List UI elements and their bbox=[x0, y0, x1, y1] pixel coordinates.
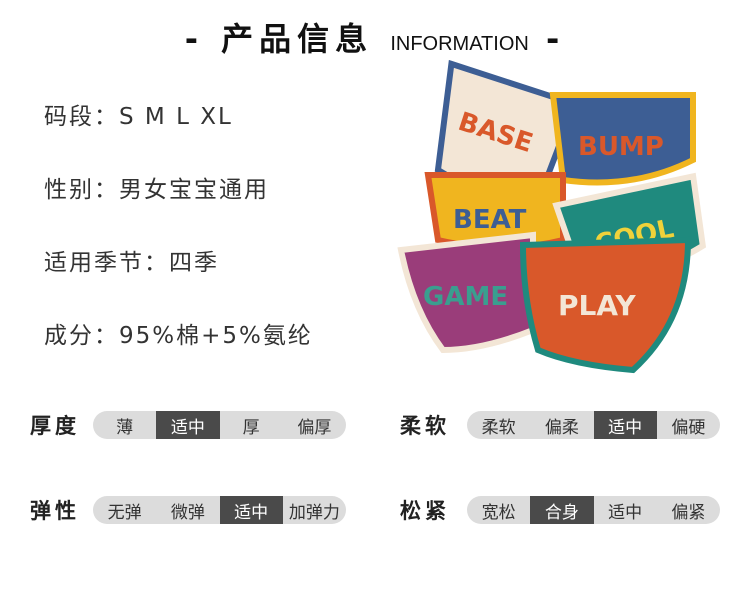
brief-beat-word: BEAT bbox=[453, 205, 527, 235]
attr-elasticity-label: 弹性 bbox=[30, 499, 80, 523]
title-dash-right: - bbox=[545, 20, 566, 58]
thickness-option: 厚 bbox=[242, 417, 260, 438]
spec-material: 成分：95%棉+5%氨纶 bbox=[44, 323, 313, 349]
thickness-scale: 薄 适中 厚 偏厚 bbox=[93, 411, 346, 439]
fit-option: 宽松 bbox=[481, 502, 516, 523]
title-cn: 产品信息 bbox=[221, 20, 374, 58]
spec-gender: 性别：男女宝宝通用 bbox=[44, 177, 269, 203]
softness-option: 偏硬 bbox=[671, 417, 706, 438]
attr-thickness: 厚度 薄 适中 厚 偏厚 bbox=[30, 411, 350, 439]
brief-bump: BUMP bbox=[549, 92, 696, 186]
attr-softness-label: 柔软 bbox=[400, 414, 450, 438]
fit-option: 适中 bbox=[608, 502, 643, 523]
fit-option: 偏紧 bbox=[671, 502, 706, 523]
elasticity-option: 无弹 bbox=[107, 502, 142, 523]
softness-option: 柔软 bbox=[481, 417, 516, 438]
thickness-option: 薄 bbox=[116, 417, 134, 438]
product-photo: BASE BUMP BEAT COOL GAME PLAY bbox=[397, 60, 707, 374]
softness-option: 偏柔 bbox=[544, 417, 579, 438]
spec-season: 适用季节：四季 bbox=[44, 250, 219, 276]
attr-fit: 松紧 宽松 合身 适中 偏紧 bbox=[400, 496, 720, 524]
softness-option-selected: 适中 bbox=[593, 411, 657, 439]
attr-thickness-label: 厚度 bbox=[30, 414, 80, 438]
elasticity-option: 微弹 bbox=[170, 502, 205, 523]
page-title: - 产品信息 INFORMATION - bbox=[0, 14, 750, 60]
title-dash-left: - bbox=[184, 20, 205, 58]
fit-scale: 宽松 合身 适中 偏紧 bbox=[467, 496, 720, 524]
brief-game: GAME bbox=[397, 231, 536, 354]
brief-play-word: PLAY bbox=[558, 289, 636, 322]
elasticity-option-selected: 适中 bbox=[219, 496, 283, 524]
elasticity-scale: 无弹 微弹 适中 加弹力 bbox=[93, 496, 346, 524]
thickness-option-selected: 适中 bbox=[156, 411, 220, 439]
fit-option-selected: 合身 bbox=[530, 496, 594, 524]
softness-scale: 柔软 偏柔 适中 偏硬 bbox=[467, 411, 720, 439]
elasticity-option: 加弹力 bbox=[288, 502, 340, 523]
spec-size: 码段：S M L XL bbox=[44, 104, 233, 130]
attr-elasticity: 弹性 无弹 微弹 适中 加弹力 bbox=[30, 496, 350, 524]
brief-play: PLAY bbox=[519, 236, 692, 374]
brief-game-word: GAME bbox=[423, 282, 508, 312]
attr-fit-label: 松紧 bbox=[400, 499, 450, 523]
brief-bump-word: BUMP bbox=[578, 132, 664, 162]
thickness-option: 偏厚 bbox=[297, 417, 332, 438]
title-en: INFORMATION bbox=[390, 33, 529, 55]
attr-softness: 柔软 柔软 偏柔 适中 偏硬 bbox=[400, 411, 720, 439]
